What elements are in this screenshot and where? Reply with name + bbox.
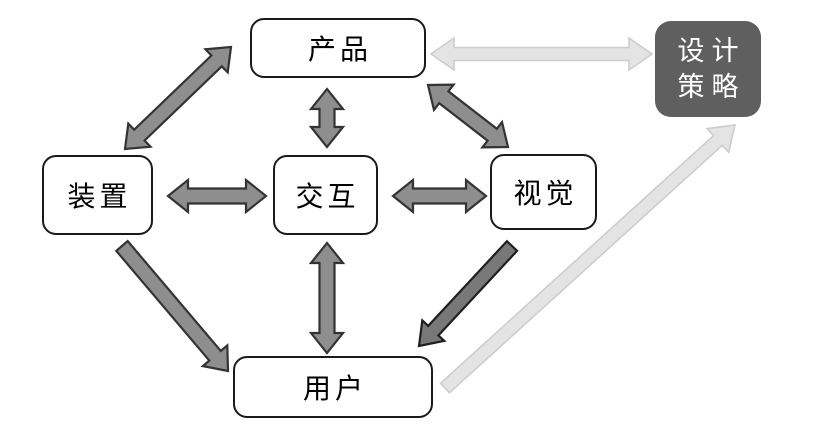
arrow-device-user bbox=[114, 239, 230, 373]
node-strategy: 设计 策略 bbox=[655, 21, 761, 117]
node-user: 用户 bbox=[233, 356, 433, 418]
arrow-interaction-visual bbox=[391, 177, 488, 215]
arrow-device-interaction bbox=[166, 177, 268, 215]
arrow-product-interaction bbox=[308, 87, 346, 149]
node-device: 装置 bbox=[42, 155, 153, 235]
node-product-label: 产品 bbox=[307, 35, 372, 66]
node-visual-label: 视觉 bbox=[513, 179, 578, 210]
arrow-interaction-user bbox=[308, 241, 346, 355]
node-device-label: 装置 bbox=[67, 182, 132, 213]
node-strategy-label-line2: 策略 bbox=[677, 72, 746, 102]
node-visual: 视觉 bbox=[490, 154, 597, 230]
node-interaction-label: 交互 bbox=[295, 182, 360, 213]
node-interaction: 交互 bbox=[273, 155, 378, 235]
arrow-visual-user bbox=[417, 239, 519, 348]
node-user-label: 用户 bbox=[302, 374, 367, 405]
arrow-user-strategy bbox=[439, 124, 737, 394]
arrow-product-strategy bbox=[429, 36, 654, 72]
node-product: 产品 bbox=[250, 18, 426, 78]
arrow-product-visual bbox=[426, 83, 510, 149]
node-strategy-label-line1: 设计 bbox=[677, 36, 746, 66]
arrow-product-device bbox=[123, 45, 233, 151]
